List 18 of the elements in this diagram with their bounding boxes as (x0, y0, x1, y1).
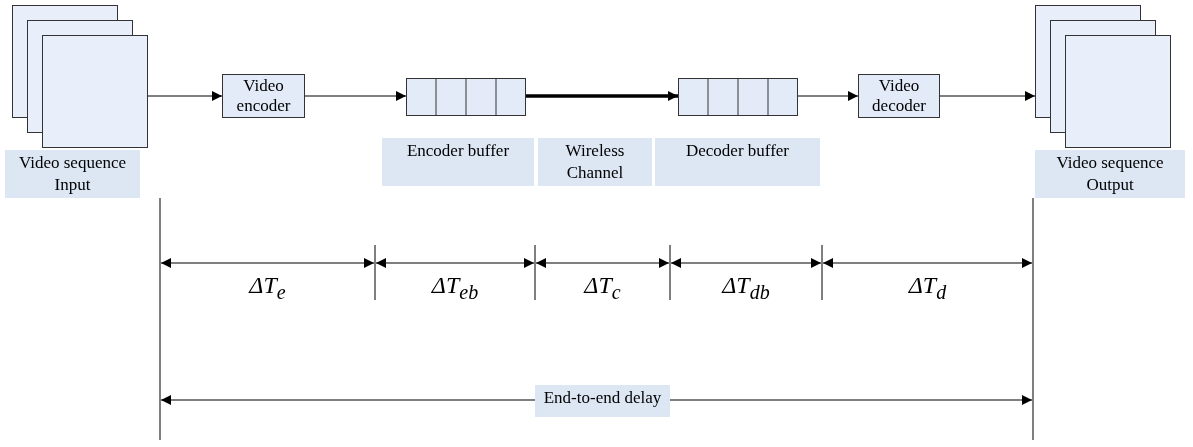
arrow (526, 91, 678, 101)
process-box: Video decoder (858, 74, 940, 118)
process-box: Video encoder (222, 74, 305, 118)
caption-label: End-to-end delay (535, 385, 670, 417)
delay-label: ΔT$_{eb}$ (430, 272, 480, 304)
delay-label: ΔT$_{c}$ (582, 272, 622, 304)
delay-label: ΔT$_{d}$ (907, 272, 948, 304)
arrow (304, 91, 407, 101)
caption-label: Video sequence Output (1035, 150, 1185, 198)
caption-label: Decoder buffer (655, 138, 820, 186)
caption-label: Video sequence Input (5, 150, 140, 198)
arrow (939, 91, 1036, 101)
arrow (797, 91, 859, 101)
delay-label: ΔT$_{db}$ (720, 272, 771, 304)
edge-label: Wireless Channel (538, 138, 652, 186)
arrow (147, 91, 223, 101)
delay-label: ΔT$_{e}$ (247, 272, 287, 304)
caption-label: Encoder buffer (382, 138, 534, 186)
